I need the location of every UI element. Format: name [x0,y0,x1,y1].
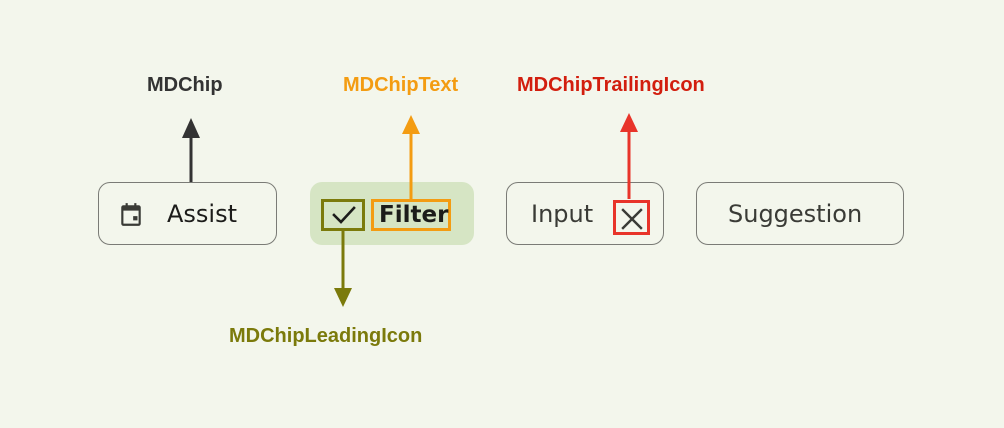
input-chip-label: Input [531,200,594,228]
assist-chip-label: Assist [167,200,238,228]
filter-chip-label: Filter [379,202,449,228]
label-mdchipleadingicon: MDChipLeadingIcon [229,325,423,347]
label-mdchiptext: MDChipText [343,74,459,96]
chip-text-highlight: Filter [371,199,451,231]
label-mdchiptrailingicon: MDChipTrailingIcon [517,74,705,96]
calendar-icon [118,202,144,228]
assist-chip[interactable]: Assist [98,182,277,245]
leading-icon-highlight [321,199,365,231]
suggestion-chip-label: Suggestion [728,200,863,228]
input-chip[interactable]: Input [506,182,664,245]
label-mdchip: MDChip [147,74,223,96]
trailing-icon-highlight [613,200,650,235]
suggestion-chip[interactable]: Suggestion [696,182,904,245]
check-icon [331,203,357,227]
arrow-mdchip [182,118,200,182]
close-icon[interactable] [621,208,643,230]
filter-chip[interactable]: Filter [310,182,474,245]
